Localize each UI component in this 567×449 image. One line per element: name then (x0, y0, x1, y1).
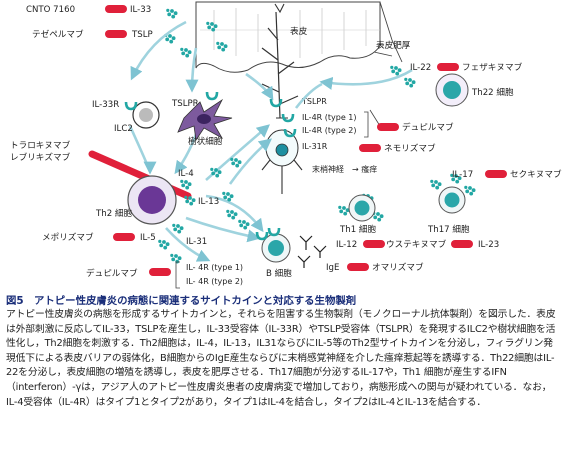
th22-cell (435, 73, 469, 107)
th22-label: Th22 細胞 (471, 86, 514, 98)
mepolizumab-label: メポリズマブ (42, 231, 94, 243)
ilc2-cell (132, 101, 160, 129)
figure-caption: 図5 アトピー性皮膚炎の病態に関連するサイトカインと対応する生物製剤 アトピー性… (6, 294, 562, 410)
bcell-label: B 細胞 (266, 267, 292, 279)
th17-label: Th17 細胞 (427, 223, 470, 235)
dendritic-cell (177, 98, 233, 142)
tslpr-right-label: TSLPR (301, 97, 327, 106)
tezepelumab-label: テゼペルマブ (32, 28, 84, 40)
cnto7160-label: CNTO 7160 (26, 5, 75, 15)
pathogenesis-diagram: 表皮 表皮肥厚 TSLPR IL-4R (type 1) IL-4R (type… (10, 1, 562, 289)
caption-title: 図5 アトピー性皮膚炎の病態に関連するサイトカインと対応する生物製剤 (6, 295, 357, 307)
caption-body: アトピー性皮膚炎の病態を形成するサイトカインと，それらを阻害する生物製剤（モノク… (6, 309, 556, 408)
epidermal-thickening-label: 表皮肥厚 (376, 39, 411, 51)
peripheral-nerve (261, 3, 303, 194)
itch-label: → 瘙痒 (352, 164, 377, 174)
il33r-label: IL-33R (92, 100, 119, 110)
il4r-type2-label: IL-4R (type 2) (302, 126, 357, 135)
il4r-bottom-type1-label: IL- 4R (type 1) (186, 263, 243, 272)
ige-label: IgE (326, 263, 339, 273)
il4-label: IL-4 (178, 169, 194, 179)
il12-label: IL-12 (336, 240, 357, 250)
omalizumab-label: オマリズマブ (372, 261, 424, 273)
il33-top-label: IL-33 (130, 5, 151, 15)
dendritic-cell-label: 樹状細胞 (188, 135, 223, 147)
ilc2-label: ILC2 (114, 124, 133, 134)
tslp-label: TSLP (131, 30, 153, 40)
il4r-bottom-type2-label: IL- 4R (type 2) (186, 277, 243, 286)
dupilumab-bottom-label: デュピルマブ (86, 267, 138, 279)
tslpr-left-label: TSLPR (171, 99, 199, 109)
lebrikizumab-label: レブリキズマブ (10, 151, 71, 163)
nemolizumab-label: ネモリズマブ (384, 142, 436, 154)
th17-cell (438, 186, 466, 214)
th2-cell (127, 175, 177, 225)
epidermis-label: 表皮 (290, 25, 308, 37)
il4r-type1-label: IL-4R (type 1) (302, 113, 357, 122)
ige-molecules (297, 235, 327, 268)
dupilumab-top-label: デュピルマブ (402, 121, 454, 133)
th2-label: Th2 細胞 (95, 207, 132, 219)
il22-label: IL-22 (410, 63, 431, 73)
il31r-label: IL-31R (302, 142, 328, 151)
il23-label: IL-23 (478, 240, 499, 250)
il13-label: IL-13 (198, 197, 219, 207)
ustekinumab-label: ウステキヌマブ (386, 238, 447, 250)
il17-label: IL-17 (452, 170, 473, 180)
th1-cell (348, 194, 376, 222)
secukinumab-label: セクキヌマブ (510, 168, 562, 180)
epidermis (195, 1, 403, 73)
il31-label: IL-31 (186, 237, 207, 247)
fezakinumab-label: フェザキヌマブ (462, 61, 523, 73)
peripheral-nerve-label: 末梢神経 (312, 164, 344, 174)
tralokinumab-label: トラロキヌマブ (10, 139, 71, 151)
il5-label: IL-5 (140, 233, 156, 243)
th1-label: Th1 細胞 (339, 223, 376, 235)
